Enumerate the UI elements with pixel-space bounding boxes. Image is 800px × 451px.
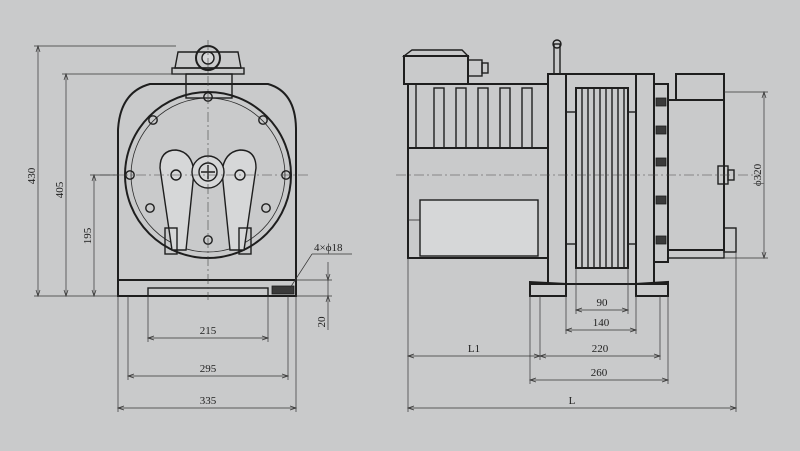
dim-shaft-height: 195 — [82, 227, 94, 244]
cooling-fins — [433, 87, 533, 149]
dim-total-height: 430 — [26, 167, 38, 184]
dim-mount-width: 295 — [200, 363, 217, 375]
dim-bolt-holes: 4×ϕ18 — [314, 242, 343, 254]
dim-length-l1: L1 — [468, 343, 480, 355]
dim-inner-width: 215 — [200, 325, 217, 337]
drum-bolts — [655, 97, 667, 245]
dim-base-to-top: 405 — [54, 181, 66, 198]
dim-sheave-width: 140 — [593, 317, 610, 329]
dim-frame-width: 260 — [591, 367, 608, 379]
side-view — [396, 39, 760, 297]
dim-sheave-groove: 90 — [597, 297, 609, 309]
front-dimensions — [34, 44, 352, 412]
dim-total-width: 335 — [200, 395, 217, 407]
dim-bearing-span: 220 — [592, 343, 609, 355]
sheave-grooves — [581, 88, 625, 268]
dimension-labels: 430 405 195 20 4×ϕ18 215 295 335 90 140 … — [26, 163, 764, 407]
side-dimensions — [406, 90, 768, 412]
dim-length-total: L — [569, 395, 576, 407]
dim-diameter: ϕ320 — [752, 163, 764, 186]
dim-base-thickness: 20 — [316, 316, 328, 328]
front-view — [100, 40, 310, 300]
